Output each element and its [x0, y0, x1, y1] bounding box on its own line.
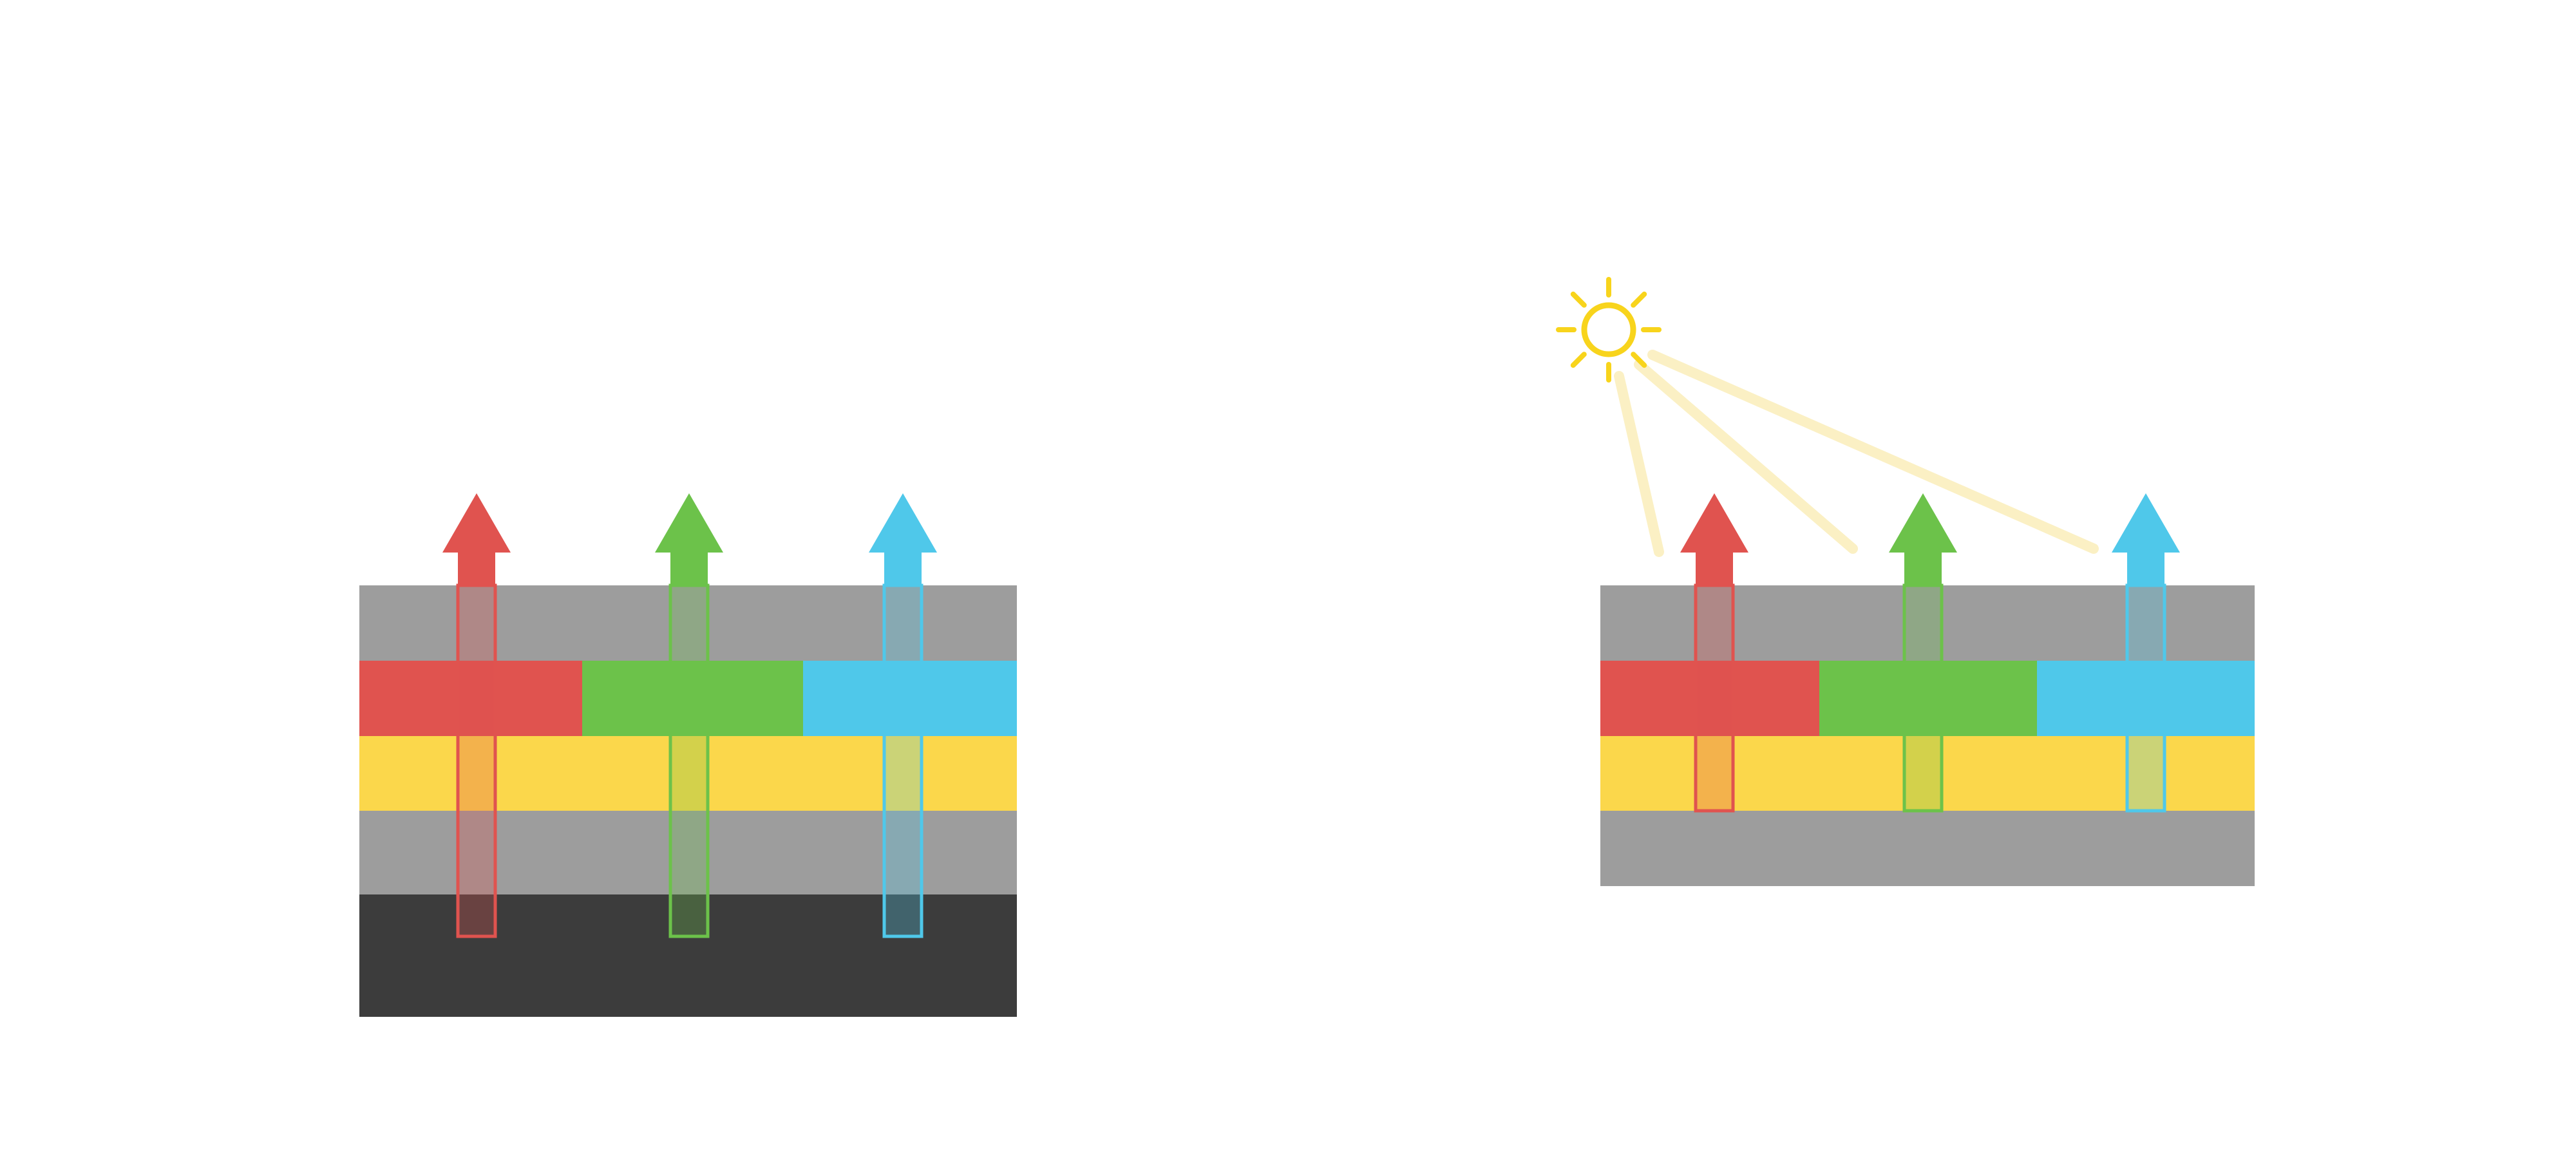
sunlight-beam [1634, 359, 1858, 554]
blue-subpixel [803, 661, 1017, 736]
green-subpixel [1819, 661, 2037, 736]
blue-subpixel [2037, 661, 2255, 736]
left-display-stack [359, 493, 1017, 1017]
gray-layer-bottom [1600, 811, 2255, 886]
gray-layer-top [359, 585, 1017, 661]
green-subpixel [582, 661, 803, 736]
green-light-arrow-through-shaft [1902, 583, 1944, 813]
blue-light-arrow [2112, 493, 2180, 585]
right-display-stack [1600, 493, 2255, 886]
red-light-arrow [442, 493, 511, 585]
dark-base-layer [359, 894, 1017, 1017]
red-subpixel [359, 661, 582, 736]
sunlight-beam [1647, 350, 2099, 554]
red-subpixel [1600, 661, 1819, 736]
sun-ray [1631, 352, 1647, 368]
sun-ray [1631, 291, 1647, 308]
yellow-layer [1600, 736, 2255, 811]
blue-light-arrow-through-shaft [2125, 583, 2166, 813]
blue-light-arrow-through-shaft [882, 583, 923, 938]
sunlight-beam [1614, 371, 1664, 557]
sun-icon [1556, 277, 1662, 383]
gray-layer-bottom [359, 811, 1017, 894]
red-light-arrow-through-shaft [1694, 583, 1735, 813]
blue-light-arrow [869, 493, 937, 585]
red-light-arrow-through-shaft [456, 583, 497, 938]
sun-disc [1581, 302, 1636, 357]
red-light-arrow [1680, 493, 1748, 585]
green-light-arrow [1889, 493, 1957, 585]
green-light-arrow-through-shaft [668, 583, 710, 938]
sun-ray [1570, 291, 1587, 308]
sun-ray [1570, 352, 1587, 368]
yellow-layer [359, 736, 1017, 811]
gray-layer-top [1600, 585, 2255, 661]
green-light-arrow [655, 493, 723, 585]
